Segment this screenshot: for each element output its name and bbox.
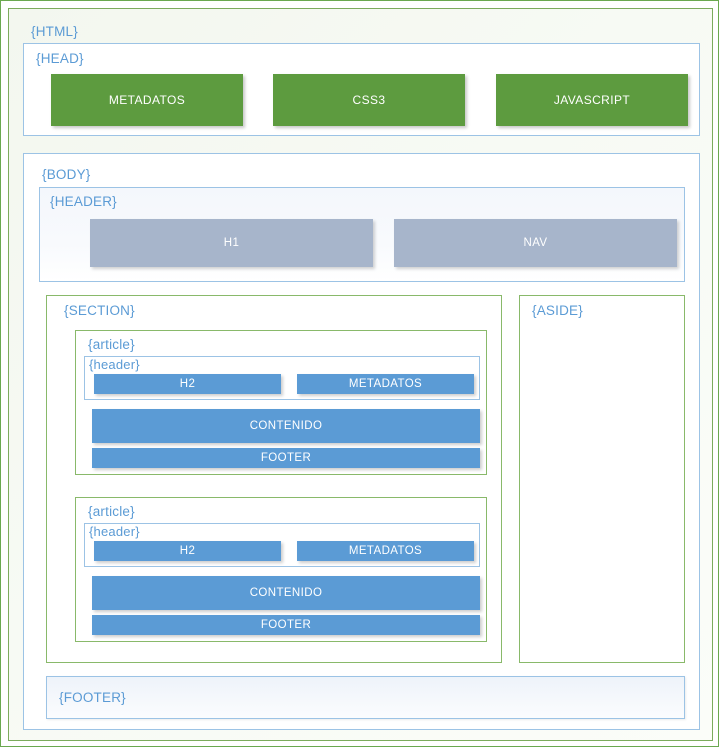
head-item-metadatos-label: METADATOS <box>108 93 186 107</box>
head-items-row: METADATOS CSS3 JAVASCRIPT <box>24 74 699 126</box>
article-footer-label: FOOTER <box>260 619 312 631</box>
section-container: {SECTION} {article} {header} H2 METADATO… <box>46 295 502 663</box>
article-h2-label: H2 <box>179 545 196 557</box>
article-label: {article} <box>88 337 135 352</box>
article-header-container: {header} H2 METADATOS <box>84 523 480 567</box>
header-container: {HEADER} H1 NAV <box>39 187 685 282</box>
body-container: {BODY} {HEADER} H1 NAV {SECTION} {articl… <box>23 153 700 730</box>
html-container: {HTML} {HEAD} METADATOS CSS3 JAVASCRIPT … <box>8 8 713 741</box>
head-item-javascript-label: JAVASCRIPT <box>553 93 631 107</box>
article-h2-box[interactable]: H2 <box>94 374 281 394</box>
head-item-metadatos[interactable]: METADATOS <box>51 74 243 126</box>
header-item-nav-label: NAV <box>523 237 548 249</box>
aside-container: {ASIDE} <box>519 295 685 663</box>
article-header-label: {header} <box>89 524 140 539</box>
head-item-css3[interactable]: CSS3 <box>273 74 465 126</box>
article-h2-label: H2 <box>179 378 196 390</box>
header-item-h1[interactable]: H1 <box>90 219 373 267</box>
article-footer-box[interactable]: FOOTER <box>92 448 480 468</box>
article-metadata-box[interactable]: METADATOS <box>297 374 474 394</box>
article-metadata-label: METADATOS <box>348 545 423 557</box>
html-label: {HTML} <box>31 24 78 39</box>
article-h2-box[interactable]: H2 <box>94 541 281 561</box>
article-footer-box[interactable]: FOOTER <box>92 615 480 635</box>
article-content-label: CONTENIDO <box>249 420 323 432</box>
article-content-box[interactable]: CONTENIDO <box>92 576 480 610</box>
head-item-javascript[interactable]: JAVASCRIPT <box>496 74 688 126</box>
footer-container: {FOOTER} <box>46 676 685 719</box>
article-container: {article} {header} H2 METADATOS CONTENID… <box>75 497 487 642</box>
article-metadata-label: METADATOS <box>348 378 423 390</box>
article-content-label: CONTENIDO <box>249 587 323 599</box>
header-label: {HEADER} <box>50 194 117 209</box>
header-item-h1-label: H1 <box>223 237 240 249</box>
head-item-css3-label: CSS3 <box>352 93 386 107</box>
article-label: {article} <box>88 504 135 519</box>
head-container: {HEAD} METADATOS CSS3 JAVASCRIPT <box>23 43 700 136</box>
article-container: {article} {header} H2 METADATOS CONTENID… <box>75 330 487 475</box>
footer-label: {FOOTER} <box>59 690 126 705</box>
aside-label: {ASIDE} <box>532 303 583 318</box>
article-content-box[interactable]: CONTENIDO <box>92 409 480 443</box>
header-item-nav[interactable]: NAV <box>394 219 677 267</box>
section-label: {SECTION} <box>64 303 135 318</box>
article-header-label: {header} <box>89 357 140 372</box>
article-metadata-box[interactable]: METADATOS <box>297 541 474 561</box>
article-footer-label: FOOTER <box>260 452 312 464</box>
body-label: {BODY} <box>42 167 91 182</box>
article-header-container: {header} H2 METADATOS <box>84 356 480 400</box>
head-label: {HEAD} <box>36 51 84 66</box>
